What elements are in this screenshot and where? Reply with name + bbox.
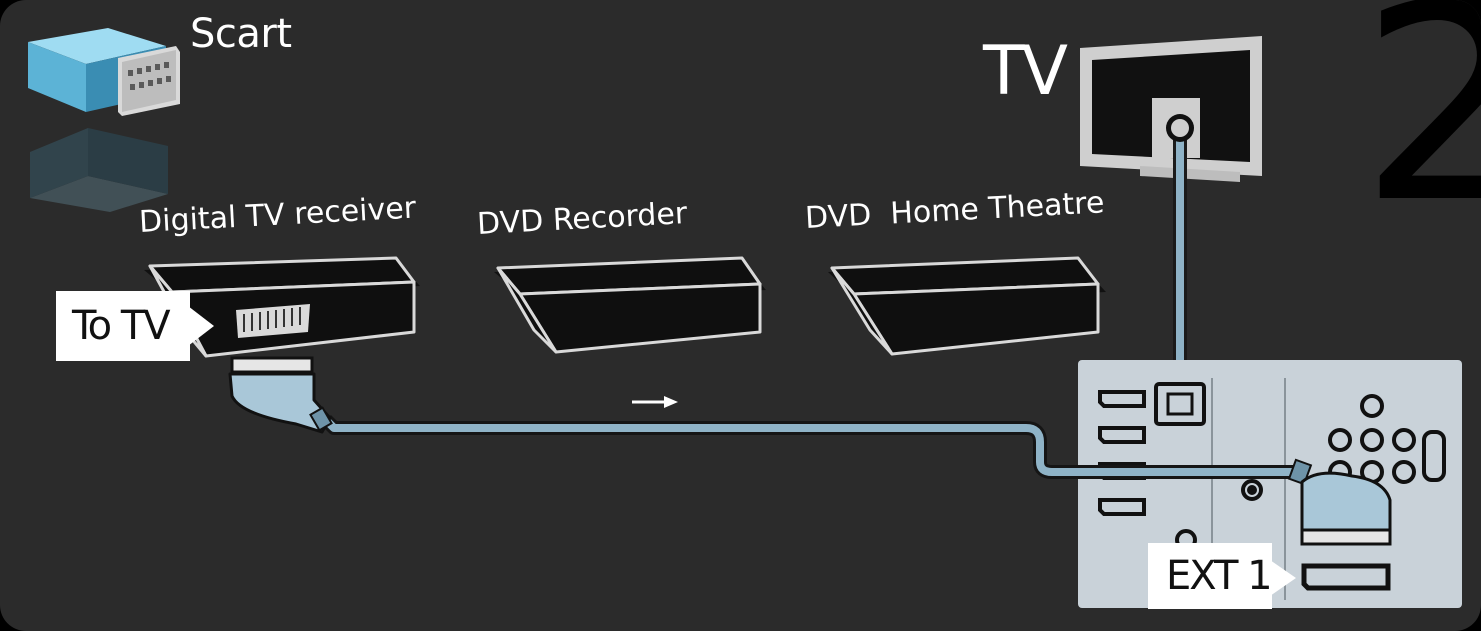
dvd-home-theatre-box <box>828 258 1106 354</box>
to-tv-tag: To TV <box>56 291 190 361</box>
step-number: 2 <box>1360 0 1481 240</box>
tv-back-icon <box>1080 36 1262 182</box>
dvd-recorder-box <box>494 258 766 352</box>
scart-plug-receiver <box>230 358 332 432</box>
ext1-port-tag: EXT 1 <box>1148 543 1272 609</box>
connector-type-label: Scart <box>190 14 292 54</box>
arrow-right-icon <box>632 396 678 408</box>
scart-connector-icon <box>28 28 180 212</box>
tv-label: TV <box>983 38 1065 106</box>
